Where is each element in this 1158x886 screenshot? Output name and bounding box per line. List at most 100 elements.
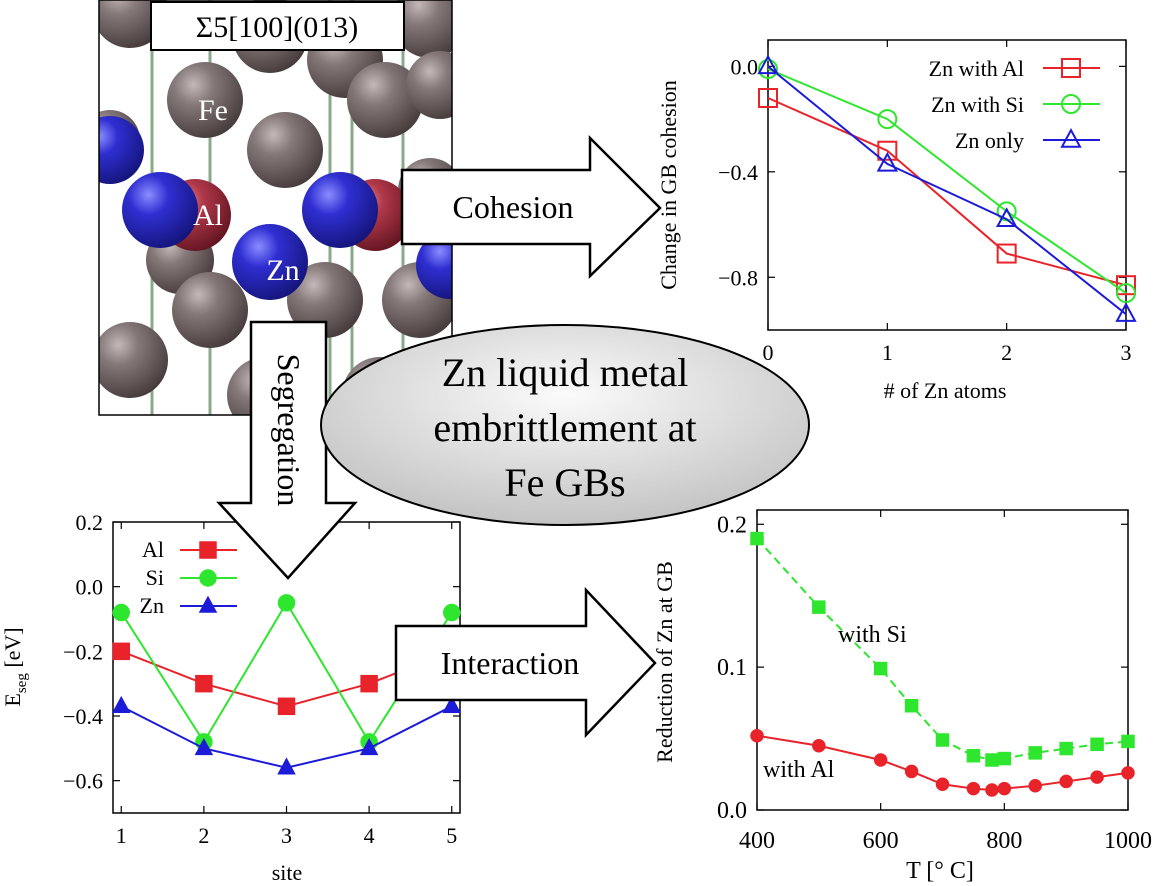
x-tick-label: 3 [281,823,292,848]
data-point [1028,778,1042,793]
cohesion-ticks [767,40,1127,330]
central-ellipse-group: Zn liquid metal embrittlement at Fe GBs [320,324,810,526]
x-tick-label: 1000 [1104,828,1152,854]
data-point [1121,734,1135,749]
legend-marker [1061,94,1081,114]
atom-label-al: Al [193,199,223,232]
data-point [873,661,888,676]
data-point [758,88,778,108]
legend-label: Zn [140,593,164,618]
legend-label: Zn only [955,128,1024,153]
structure-panel: Σ5[100](013) Fe Al Zn [98,0,453,416]
data-point [1090,770,1104,784]
segregation-xlabel: site [272,860,303,885]
legend-label: Si [146,565,164,590]
data-point [904,698,919,713]
segregation-arrow: Segregation [216,320,358,580]
data-point [277,697,296,716]
legend-label: Al [142,537,164,562]
cohesion-arrow-shape [400,134,662,279]
y-tick-label: 0.0 [717,798,747,824]
cohesion-arrow-label: Cohesion [453,189,574,225]
segregation-arrow-label: Segregation [271,354,307,507]
central-text-line-1: Zn liquid metal [442,350,689,395]
x-tick-label: 3 [1121,340,1132,365]
data-point [812,738,826,753]
y-tick-label: −0.6 [63,769,103,794]
interaction-xlabel: T [° C] [906,858,974,884]
cohesion-ylabel: Change in GB cohesion [656,80,681,290]
atom-layer [99,0,452,415]
legend-marker [198,595,218,613]
y-tick-label: 0.2 [76,510,104,535]
y-tick-label: 0.0 [731,54,759,79]
x-tick-label: 0 [763,340,774,365]
x-tick-label: 4 [364,823,375,848]
y-tick-label: −0.4 [718,160,758,185]
cohesion-series [757,54,1137,322]
structure-title: Σ5[100](013) [196,11,358,44]
data-point [750,531,764,546]
structure-title-box [150,1,405,51]
interaction-ylabel: Reduction of Zn at GB [652,561,677,763]
interaction-ticks [756,510,1129,811]
data-point [995,207,1018,228]
interaction-series [750,531,1135,797]
data-point [1090,737,1104,752]
y-tick-label: 0.1 [717,655,747,681]
data-point [360,674,378,693]
x-tick-label: 1 [116,823,127,848]
zn-atoms [99,116,452,300]
data-point [985,783,999,797]
data-point [877,140,898,161]
data-point [935,733,950,747]
data-point [876,151,899,172]
interaction-series-label-al: with Al [763,757,835,783]
data-point [442,603,461,622]
interaction-arrow-shape [394,586,657,739]
interaction-plot-frame [756,509,1129,811]
y-tick-label: −0.8 [718,265,758,290]
central-text-line-2: embrittlement at [433,405,696,450]
data-point [442,695,461,714]
atom-label-fe: Fe [198,94,228,127]
data-point [112,603,131,622]
x-tick-label: 600 [863,828,899,854]
cohesion-xlabel: # of Zn atoms [884,378,1007,403]
y-tick-label: −0.4 [63,704,103,729]
data-point [935,777,950,792]
atom-label-zn: Zn [266,254,299,287]
data-point [1116,283,1136,304]
data-point [277,594,296,612]
data-point [1028,746,1042,760]
interaction-series-label-si: with Si [838,622,907,648]
data-point [277,757,296,775]
data-point [195,674,213,693]
data-point [812,600,826,614]
x-tick-label: 2 [198,823,209,848]
data-point [194,737,214,756]
data-point [966,748,981,763]
data-point [1121,766,1135,780]
legend-label: Zn with Al [929,56,1024,81]
cohesion-plot-frame [767,39,1127,331]
x-tick-label: 2 [1001,340,1012,365]
segregation-arrow-shape [216,320,358,580]
legend-marker [199,541,217,559]
x-tick-label: 400 [739,828,775,854]
cohesion-arrow: Cohesion [400,134,662,279]
data-point [1059,774,1073,789]
data-point [997,781,1012,796]
interaction-arrow-label: Interaction [441,645,580,681]
y-tick-label: −0.2 [63,639,103,664]
data-point [996,243,1017,264]
legend-marker [1061,58,1081,78]
